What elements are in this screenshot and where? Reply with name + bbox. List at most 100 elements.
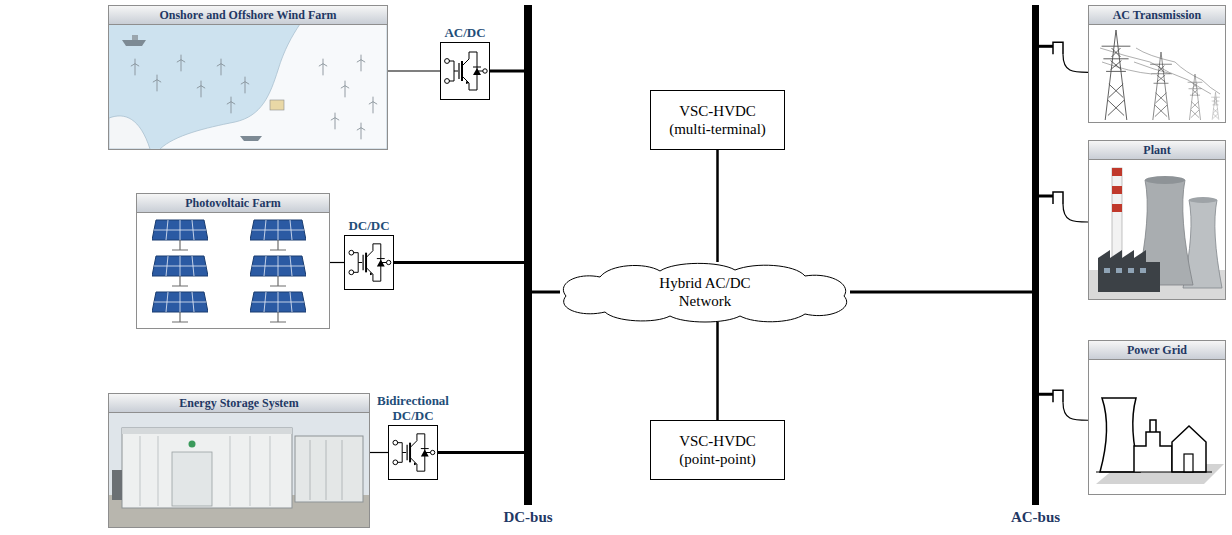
- breaker-symbol: [1053, 192, 1063, 204]
- dc-bus-bar: DC-bus: [524, 5, 532, 505]
- power-plant-picture: [1116, 268, 1122, 273]
- wind-farm-picture: [197, 81, 205, 98]
- wind-farm-picture: [122, 40, 146, 46]
- power-plant-picture: [1098, 250, 1160, 292]
- bus-label: AC-bus: [996, 509, 1076, 526]
- power-grid-picture: [1096, 471, 1212, 472]
- wind-farm-picture: [109, 116, 150, 149]
- connector: [717, 322, 718, 420]
- connector-line: [394, 261, 524, 264]
- wind-farm-picture: [331, 113, 339, 130]
- converter-box: DC/DC: [344, 235, 394, 290]
- panel-heading: Plant: [1089, 141, 1225, 160]
- power-grid-picture: [1184, 454, 1193, 472]
- power-plant-picture: [1137, 180, 1193, 285]
- node-text: Hybrid AC/DC Network: [645, 274, 765, 310]
- connector-line: [716, 322, 719, 420]
- wind-farm-picture: [241, 77, 249, 94]
- connector: [850, 292, 1032, 293]
- power-grid-picture: [1172, 426, 1206, 472]
- solar-panels-picture: [152, 220, 208, 250]
- transmission-towers-picture: [1102, 30, 1131, 120]
- node-text: VSC-HVDC (point-point): [659, 432, 776, 468]
- converter-symbols: [349, 244, 391, 281]
- breaker-symbol: [1053, 42, 1063, 54]
- connector-line: [330, 262, 344, 263]
- panel-heading: Power Grid: [1089, 341, 1225, 360]
- wind-farm-picture: [109, 24, 387, 149]
- connector-line: [370, 452, 388, 453]
- connector-line: [490, 70, 524, 73]
- breaker-symbol: [1053, 390, 1063, 402]
- connector: [1039, 390, 1088, 420]
- process-box: VSC-HVDC (point-point): [650, 420, 785, 480]
- connector: [1039, 192, 1088, 222]
- connector-line: [1063, 204, 1088, 222]
- connector: [394, 262, 524, 263]
- wind-farm-picture: [132, 35, 138, 40]
- wind-farm-picture: [240, 136, 262, 141]
- solar-panels-picture: [152, 220, 306, 322]
- power-plant-picture: [1089, 168, 1225, 299]
- power-plant-picture: [1104, 268, 1110, 273]
- wind-farm-picture: [153, 75, 161, 92]
- transmission-towers-picture: [1150, 52, 1172, 120]
- connector: [490, 71, 524, 72]
- wind-farm-picture: [227, 97, 235, 114]
- connector: [370, 452, 388, 453]
- power-plant-picture: [1128, 268, 1134, 273]
- connector-line: [1063, 54, 1088, 72]
- power-plant-picture: [1145, 176, 1185, 184]
- storage-containers-picture: [172, 452, 212, 506]
- connector: [1039, 42, 1088, 72]
- wind-farm-picture: [270, 100, 284, 110]
- wind-farm-picture: [369, 97, 377, 114]
- storage-panel: Energy Storage System: [108, 393, 370, 528]
- cloud-outline: [563, 263, 846, 322]
- connector: [388, 71, 440, 72]
- wind-farm-picture: [177, 55, 185, 72]
- connector-line: [1039, 195, 1053, 198]
- storage-containers-picture: [109, 412, 369, 527]
- storage-containers-picture: [122, 428, 292, 508]
- connector-line: [532, 291, 560, 294]
- connector-line: [1039, 393, 1053, 396]
- connector-line: [438, 451, 524, 454]
- connector: [330, 262, 344, 263]
- connector-line: [388, 70, 440, 71]
- wind-farm-picture: [217, 59, 225, 76]
- pv-farm-panel: Photovoltaic Farm: [136, 193, 330, 329]
- process-box: VSC-HVDC (multi-terminal): [650, 90, 785, 150]
- connector: [532, 292, 560, 293]
- converter-symbols: [445, 52, 488, 90]
- wind-farm-picture: [319, 59, 327, 76]
- wind-farm-picture: [341, 81, 349, 98]
- wind-farm-picture: [131, 59, 139, 76]
- connector: [438, 452, 524, 453]
- panel-heading: Photovoltaic Farm: [137, 194, 329, 213]
- storage-containers-picture: [140, 436, 270, 506]
- transmission-towers-picture: [1100, 30, 1220, 120]
- power-grid-picture: [1150, 420, 1156, 432]
- converter-box: Bidirectional DC/DC: [388, 425, 438, 480]
- solar-panels-picture: [250, 220, 306, 250]
- power-grid-picture: [1096, 398, 1224, 484]
- wind-farm-picture: [109, 24, 387, 149]
- power-plant-picture: [1112, 186, 1122, 194]
- power-plant-picture: [1140, 268, 1146, 273]
- grid-panel: Power Grid: [1088, 340, 1226, 495]
- storage-containers-picture: [122, 428, 292, 434]
- converter-label: AC/DC: [420, 25, 510, 40]
- storage-containers-picture: [109, 412, 369, 527]
- panel-heading: Onshore and Offshore Wind Farm: [109, 6, 387, 25]
- solar-panels-picture: [250, 256, 306, 286]
- wind-farm-picture: [357, 55, 365, 72]
- cloud-outline: [560, 262, 850, 322]
- connector-line: [850, 291, 1032, 294]
- connector: [717, 150, 718, 262]
- solar-panels-picture: [152, 256, 208, 286]
- transmission-towers-picture: [1188, 74, 1203, 120]
- connector-line: [1063, 402, 1088, 420]
- node-text: VSC-HVDC (multi-terminal): [659, 102, 776, 138]
- transmission-panel: AC Transmission: [1088, 5, 1226, 123]
